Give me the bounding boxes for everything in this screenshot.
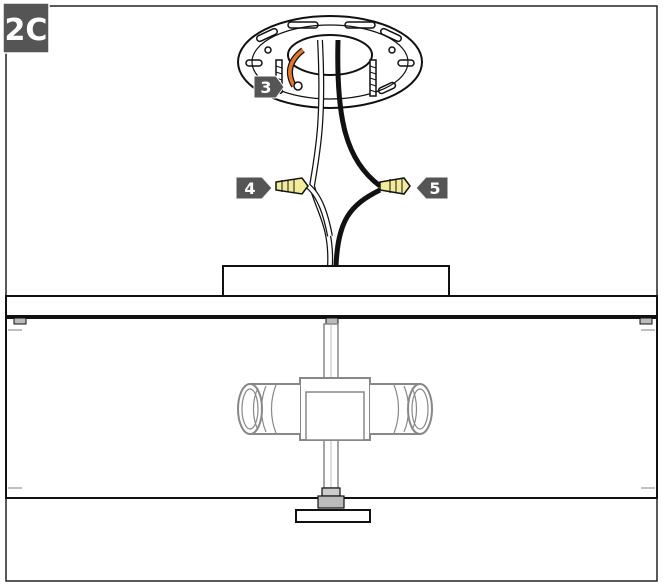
socket-cluster — [237, 377, 433, 441]
black-wire — [333, 39, 382, 267]
step-label: 2C — [5, 13, 48, 48]
callout-5: 5 — [415, 176, 449, 200]
bottom-finial — [295, 487, 371, 523]
mounting-screw-right — [369, 59, 377, 97]
diagram-frame — [5, 5, 658, 582]
panel-edge-marks — [8, 329, 655, 489]
step-label-badge: 2C — [2, 2, 50, 54]
mounting-plate — [237, 15, 423, 109]
callout-4: 4 — [235, 176, 273, 200]
fixture-top-plate — [5, 295, 658, 318]
socket-right — [370, 383, 433, 435]
socket-left — [237, 383, 300, 435]
white-wire — [305, 39, 334, 267]
callout-3: 3 — [253, 75, 285, 99]
wire-connector-white — [275, 177, 309, 195]
callout-3-number: 3 — [260, 78, 271, 97]
wire-connector-black — [379, 177, 411, 195]
callout-5-number: 5 — [429, 179, 440, 198]
fixture-canopy — [222, 265, 450, 297]
callout-4-number: 4 — [244, 179, 255, 198]
